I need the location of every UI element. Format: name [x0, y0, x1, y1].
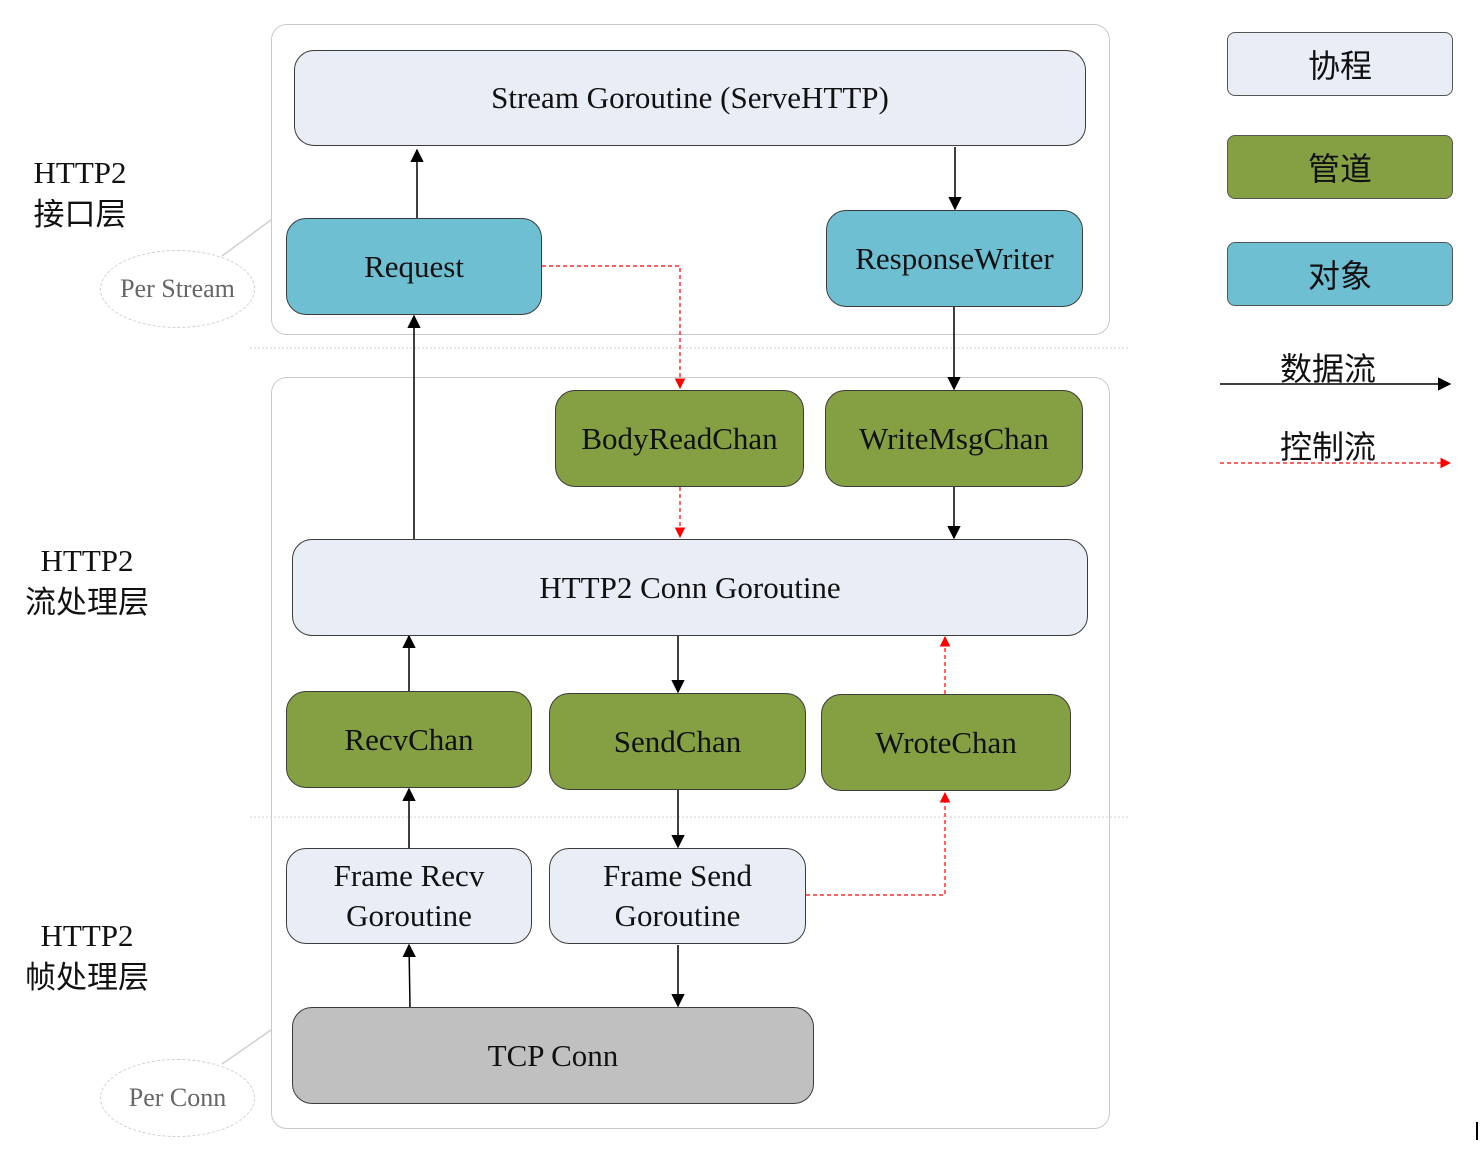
layer-label-stream-line1: HTTP2	[40, 543, 134, 578]
layer-label-interface: HTTP2 接口层	[10, 152, 150, 236]
legend-channel: 管道	[1227, 135, 1453, 199]
wrote-chan-node: WroteChan	[821, 694, 1071, 791]
frame-send-goroutine-node: Frame Send Goroutine	[549, 848, 806, 944]
layer-label-stream: HTTP2 流处理层	[17, 540, 157, 624]
frame-recv-line1: Frame Recv	[333, 858, 485, 893]
arrow-tcp-conn-to-frame-recv	[402, 943, 416, 1008]
recv-chan-node: RecvChan	[286, 691, 532, 788]
response-writer-node: ResponseWriter	[826, 210, 1083, 307]
per-stream-leader	[221, 219, 272, 257]
legend-goroutine: 协程	[1227, 32, 1453, 96]
legend-object: 对象	[1227, 242, 1453, 306]
layer-label-interface-line1: HTTP2	[33, 155, 127, 190]
per-conn-leader	[221, 1029, 272, 1065]
frame-recv-line2: Goroutine	[346, 898, 472, 933]
layer-label-frame-line2: 帧处理层	[25, 960, 149, 996]
ctrl-request-to-bodyreadchan	[542, 265, 686, 390]
per-stream-annotation: Per Stream	[100, 250, 255, 328]
write-msg-chan-node: WriteMsgChan	[825, 390, 1083, 487]
layer-label-stream-line2: 流处理层	[25, 585, 149, 621]
request-node: Request	[286, 218, 542, 315]
body-read-chan-node: BodyReadChan	[555, 390, 804, 487]
frame-send-line2: Goroutine	[614, 898, 741, 933]
layer-label-interface-line2: 接口层	[33, 197, 127, 233]
legend-control-flow-label: 控制流	[1279, 428, 1376, 466]
stream-goroutine-node: Stream Goroutine (ServeHTTP)	[294, 50, 1086, 146]
legend-data-flow-label: 数据流	[1279, 350, 1376, 388]
layer-label-frame: HTTP2 帧处理层	[17, 915, 157, 999]
tcp-conn-node: TCP Conn	[292, 1007, 814, 1104]
layer-label-frame-line1: HTTP2	[40, 918, 134, 953]
per-conn-annotation: Per Conn	[100, 1059, 255, 1137]
frame-recv-goroutine-node: Frame Recv Goroutine	[286, 848, 532, 944]
ctrl-frame-send-to-wrotechan	[806, 791, 951, 896]
send-chan-node: SendChan	[549, 693, 806, 790]
conn-goroutine-node: HTTP2 Conn Goroutine	[292, 539, 1088, 636]
frame-send-line1: Frame Send	[603, 858, 752, 893]
